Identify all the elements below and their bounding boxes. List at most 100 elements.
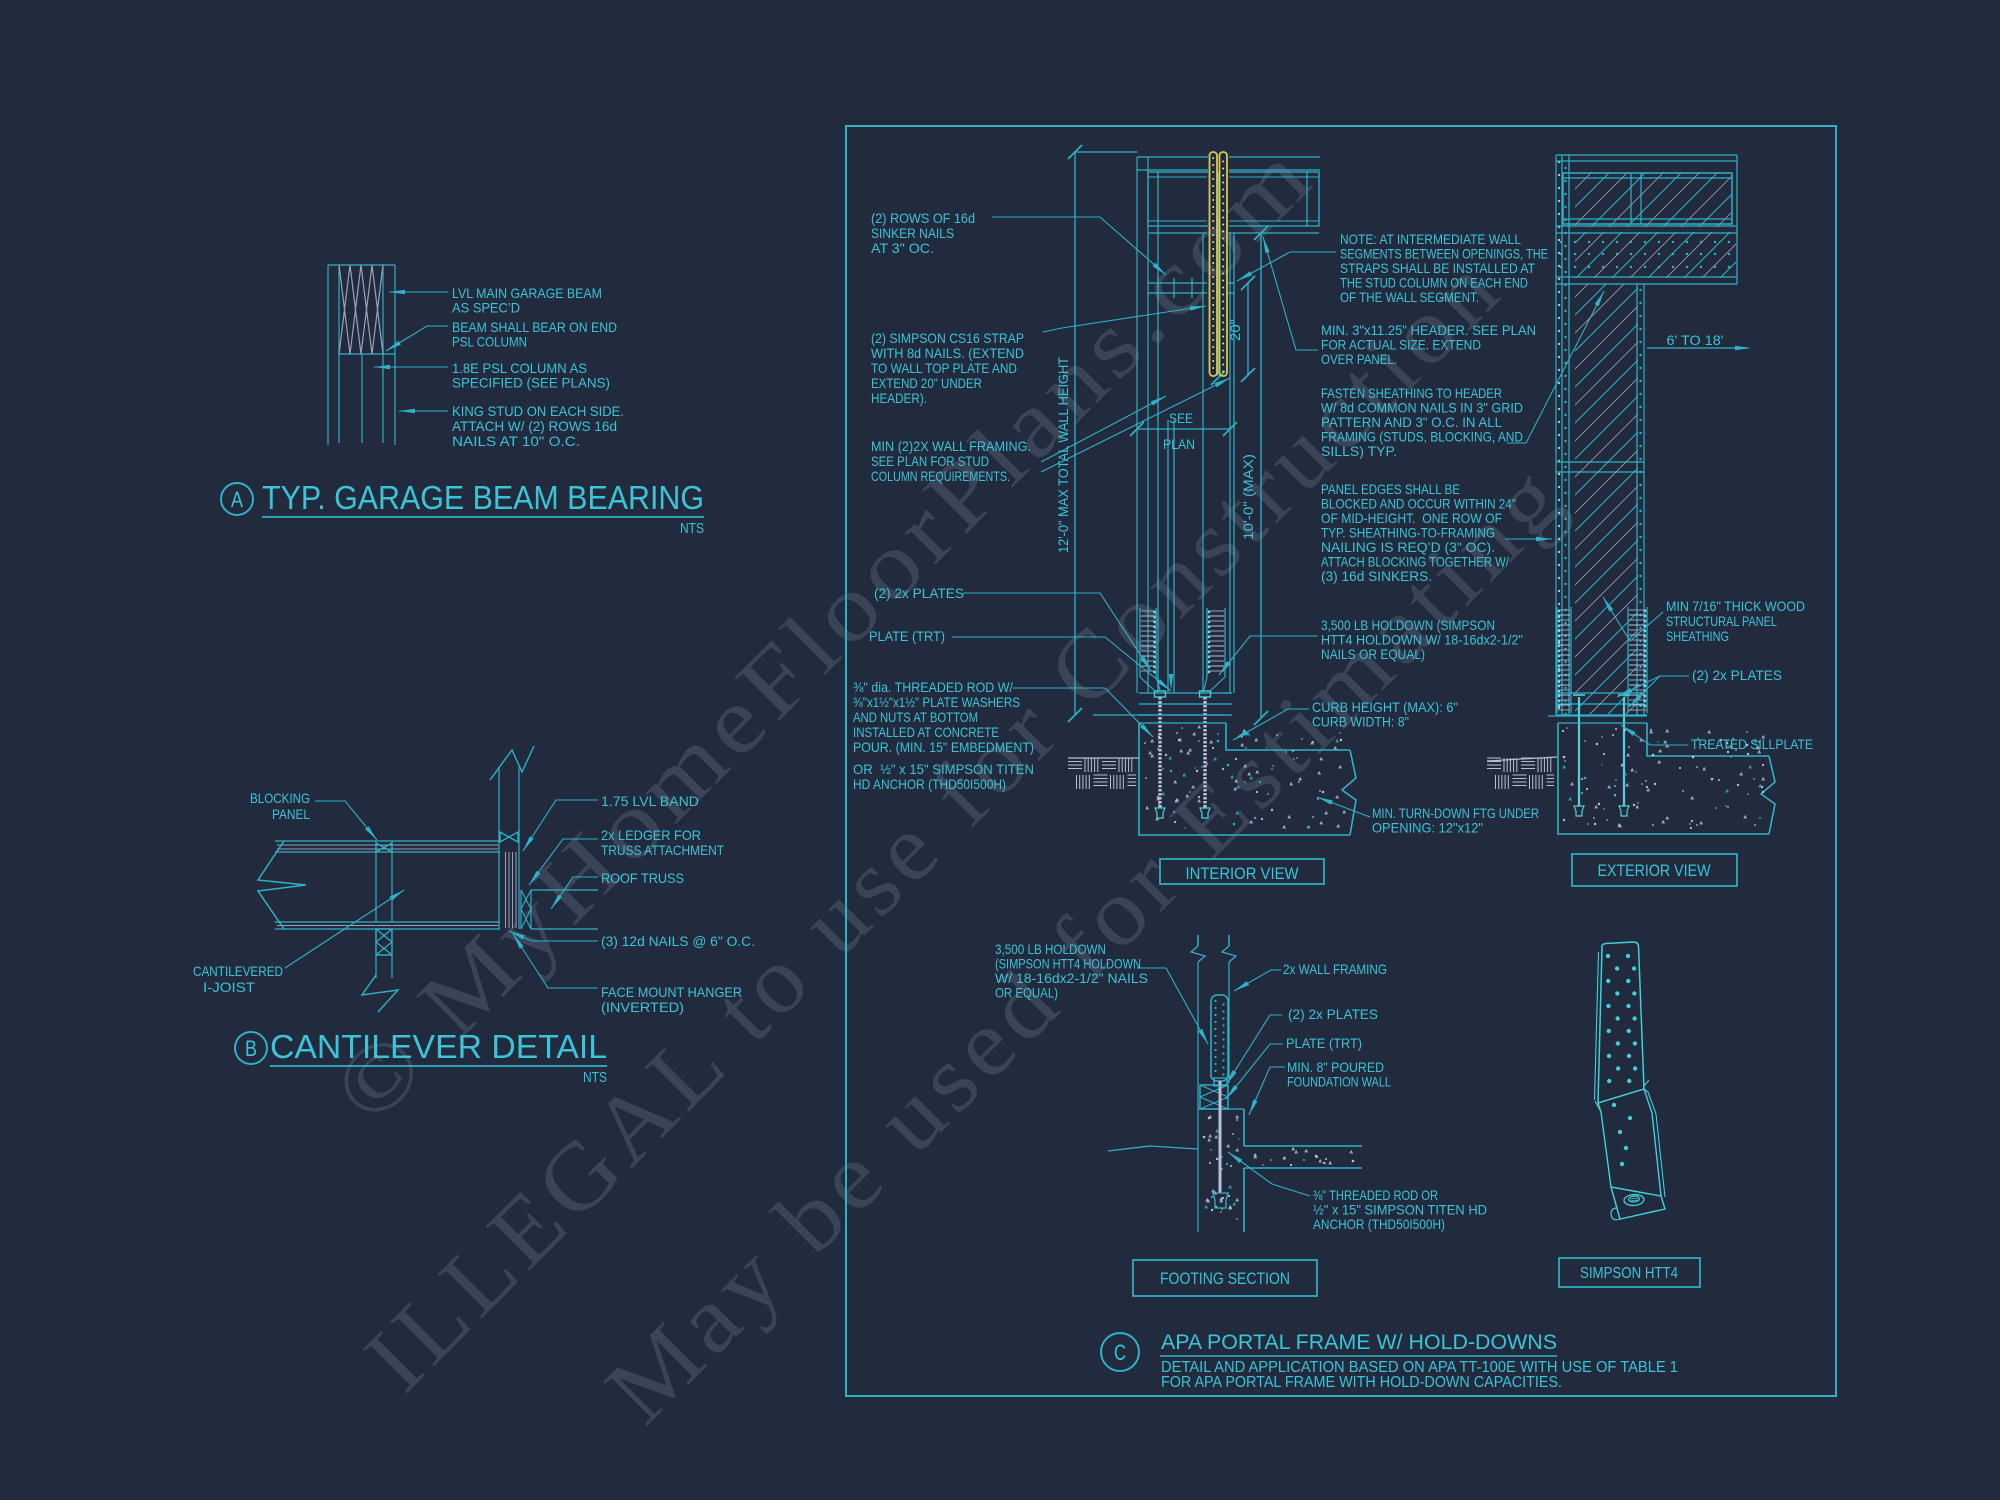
svg-text:INTERIOR VIEW: INTERIOR VIEW xyxy=(1186,864,1299,883)
svg-text:STRAPS SHALL BE INSTALLED AT: STRAPS SHALL BE INSTALLED AT xyxy=(1340,260,1535,276)
svg-text:FACE MOUNT HANGER: FACE MOUNT HANGER xyxy=(601,984,742,1000)
svg-text:NTS: NTS xyxy=(680,520,704,537)
svg-text:ROOF TRUSS: ROOF TRUSS xyxy=(601,870,684,886)
svg-text:1.75 LVL BAND: 1.75 LVL BAND xyxy=(601,793,699,809)
svg-text:W/ 8d COMMON NAILS IN 3" GRID: W/ 8d COMMON NAILS IN 3" GRID xyxy=(1321,400,1523,416)
svg-text:2x LEDGER FOR: 2x LEDGER FOR xyxy=(601,827,701,843)
svg-text:PLATE (TRT): PLATE (TRT) xyxy=(869,628,945,644)
svg-text:OVER PANEL.: OVER PANEL. xyxy=(1321,351,1397,367)
svg-text:HTT4 HOLDOWN W/ 18-16dx2-1/2": HTT4 HOLDOWN W/ 18-16dx2-1/2" xyxy=(1321,632,1523,648)
svg-text:PANEL EDGES SHALL BE: PANEL EDGES SHALL BE xyxy=(1321,481,1460,497)
svg-text:AT 3" OC.: AT 3" OC. xyxy=(871,240,934,256)
svg-text:KING STUD ON EACH SIDE.: KING STUD ON EACH SIDE. xyxy=(452,403,624,419)
svg-text:CURB HEIGHT (MAX): 6": CURB HEIGHT (MAX): 6" xyxy=(1312,699,1458,715)
svg-text:WITH 8d NAILS. (EXTEND: WITH 8d NAILS. (EXTEND xyxy=(871,345,1024,361)
svg-text:12'-0" MAX TOTAL WALL HEIGHT: 12'-0" MAX TOTAL WALL HEIGHT xyxy=(1055,357,1071,553)
svg-text:NOTE: AT INTERMEDIATE WALL: NOTE: AT INTERMEDIATE WALL xyxy=(1340,231,1521,247)
svg-text:ANCHOR (THD50I500H): ANCHOR (THD50I500H) xyxy=(1313,1216,1445,1232)
svg-text:OF THE WALL SEGMENT.: OF THE WALL SEGMENT. xyxy=(1340,289,1479,305)
svg-text:FOOTING SECTION: FOOTING SECTION xyxy=(1160,1269,1290,1288)
svg-text:NAILS AT 10" O.C.: NAILS AT 10" O.C. xyxy=(452,433,580,449)
svg-text:ATTACH BLOCKING TOGETHER W/: ATTACH BLOCKING TOGETHER W/ xyxy=(1321,554,1509,570)
svg-text:⅜" THREADED ROD OR: ⅜" THREADED ROD OR xyxy=(1313,1187,1438,1203)
svg-text:BLOCKING: BLOCKING xyxy=(250,790,310,806)
svg-text:EXTERIOR VIEW: EXTERIOR VIEW xyxy=(1598,861,1711,880)
svg-text:POUR. (MIN. 15" EMBEDMENT): POUR. (MIN. 15" EMBEDMENT) xyxy=(853,739,1034,755)
svg-text:BLOCKED AND OCCUR WITHIN 24": BLOCKED AND OCCUR WITHIN 24" xyxy=(1321,496,1516,512)
svg-text:SILLS) TYP.: SILLS) TYP. xyxy=(1321,443,1397,459)
svg-text:NAILING IS REQ’D (3" OC).: NAILING IS REQ’D (3" OC). xyxy=(1321,539,1495,555)
svg-text:1.8E PSL COLUMN AS: 1.8E PSL COLUMN AS xyxy=(452,360,587,376)
svg-text:TYP. SHEATHING-TO-FRAMING: TYP. SHEATHING-TO-FRAMING xyxy=(1321,525,1495,541)
svg-text:PLATE (TRT): PLATE (TRT) xyxy=(1286,1035,1362,1051)
svg-text:3,500 LB HOLDOWN: 3,500 LB HOLDOWN xyxy=(995,941,1106,957)
svg-text:TREATED SILLPLATE: TREATED SILLPLATE xyxy=(1691,736,1813,752)
svg-text:OR ½" x 15" SIMPSON TITEN: OR ½" x 15" SIMPSON TITEN xyxy=(853,761,1034,777)
svg-text:MIN (2)2X WALL FRAMING.: MIN (2)2X WALL FRAMING. xyxy=(871,438,1031,454)
svg-text:PANEL: PANEL xyxy=(272,806,310,822)
svg-text:A: A xyxy=(231,487,243,512)
svg-text:PSL COLUMN: PSL COLUMN xyxy=(452,334,527,350)
svg-text:PATTERN AND 3" O.C. IN ALL: PATTERN AND 3" O.C. IN ALL xyxy=(1321,414,1502,430)
svg-text:(2) 2x PLATES: (2) 2x PLATES xyxy=(1692,667,1782,683)
svg-text:OPENING: 12"x12": OPENING: 12"x12" xyxy=(1372,820,1483,836)
svg-text:2x WALL FRAMING: 2x WALL FRAMING xyxy=(1283,961,1387,977)
svg-text:I-JOIST: I-JOIST xyxy=(203,979,255,995)
svg-text:SEE PLAN FOR STUD: SEE PLAN FOR STUD xyxy=(871,453,989,469)
svg-text:SHEATHING: SHEATHING xyxy=(1666,628,1729,644)
svg-text:(2) ROWS OF 16d: (2) ROWS OF 16d xyxy=(871,210,975,226)
svg-text:MIN 7/16" THICK WOOD: MIN 7/16" THICK WOOD xyxy=(1666,598,1805,614)
svg-text:MIN. 3"x11.25" HEADER. SEE PLA: MIN. 3"x11.25" HEADER. SEE PLAN xyxy=(1321,322,1536,338)
svg-text:(3) 16d SINKERS.: (3) 16d SINKERS. xyxy=(1321,568,1432,584)
svg-text:CURB WIDTH: 8": CURB WIDTH: 8" xyxy=(1312,714,1409,730)
svg-text:(2) SIMPSON CS16 STRAP: (2) SIMPSON CS16 STRAP xyxy=(871,330,1024,346)
svg-text:SINKER NAILS: SINKER NAILS xyxy=(871,225,954,241)
svg-text:BEAM SHALL BEAR ON END: BEAM SHALL BEAR ON END xyxy=(452,319,617,335)
svg-text:(3) 12d NAILS @ 6" O.C.: (3) 12d NAILS @ 6" O.C. xyxy=(601,933,755,949)
svg-text:TO WALL TOP PLATE AND: TO WALL TOP PLATE AND xyxy=(871,360,1017,376)
svg-text:PLAN: PLAN xyxy=(1163,436,1195,452)
svg-text:(2) 2x PLATES: (2) 2x PLATES xyxy=(874,585,964,601)
svg-text:LVL MAIN GARAGE BEAM: LVL MAIN GARAGE BEAM xyxy=(452,285,602,301)
svg-text:FOR ACTUAL SIZE. EXTEND: FOR ACTUAL SIZE. EXTEND xyxy=(1321,337,1481,353)
svg-text:½" x 15" SIMPSON TITEN HD: ½" x 15" SIMPSON TITEN HD xyxy=(1313,1202,1487,1218)
svg-text:THE STUD COLUMN ON EACH END: THE STUD COLUMN ON EACH END xyxy=(1340,275,1528,291)
svg-text:10'-0" (MAX): 10'-0" (MAX) xyxy=(1240,454,1256,540)
svg-text:CANTILEVER DETAIL: CANTILEVER DETAIL xyxy=(270,1028,607,1065)
svg-text:3,500 LB HOLDOWN (SIMPSON: 3,500 LB HOLDOWN (SIMPSON xyxy=(1321,617,1495,633)
svg-text:B: B xyxy=(245,1036,257,1061)
svg-text:(SIMPSON HTT4 HOLDOWN: (SIMPSON HTT4 HOLDOWN xyxy=(995,956,1141,972)
svg-text:TYP. GARAGE BEAM BEARING: TYP. GARAGE BEAM BEARING xyxy=(262,479,704,516)
svg-text:MIN. TURN-DOWN FTG UNDER: MIN. TURN-DOWN FTG UNDER xyxy=(1372,805,1539,821)
svg-text:EXTEND 20" UNDER: EXTEND 20" UNDER xyxy=(871,375,982,391)
svg-text:FOR APA PORTAL FRAME WITH HOLD: FOR APA PORTAL FRAME WITH HOLD-DOWN CAPA… xyxy=(1161,1374,1562,1391)
svg-text:CANTILEVERED: CANTILEVERED xyxy=(193,963,283,979)
svg-text:(2) 2x PLATES: (2) 2x PLATES xyxy=(1288,1006,1378,1022)
svg-text:⅜" dia. THREADED ROD W/: ⅜" dia. THREADED ROD W/ xyxy=(853,679,1013,695)
svg-text:6' TO 18': 6' TO 18' xyxy=(1667,332,1724,348)
svg-text:⅜"x1½"x1½" PLATE WASHERS: ⅜"x1½"x1½" PLATE WASHERS xyxy=(853,694,1020,710)
svg-text:SEGMENTS BETWEEN OPENINGS, THE: SEGMENTS BETWEEN OPENINGS, THE xyxy=(1340,246,1548,262)
svg-text:HD ANCHOR (THD50I500H): HD ANCHOR (THD50I500H) xyxy=(853,776,1006,792)
svg-text:ATTACH W/ (2) ROWS 16d: ATTACH W/ (2) ROWS 16d xyxy=(452,418,617,434)
svg-text:FOUNDATION WALL: FOUNDATION WALL xyxy=(1287,1074,1391,1090)
svg-text:AS SPEC’D: AS SPEC’D xyxy=(452,300,520,316)
svg-text:(INVERTED): (INVERTED) xyxy=(601,999,684,1015)
svg-text:APA PORTAL FRAME W/ HOLD-DOWNS: APA PORTAL FRAME W/ HOLD-DOWNS xyxy=(1161,1331,1557,1354)
svg-text:C: C xyxy=(1114,1340,1126,1365)
svg-text:INSTALLED AT CONCRETE: INSTALLED AT CONCRETE xyxy=(853,724,999,740)
svg-text:SPECIFIED (SEE PLANS): SPECIFIED (SEE PLANS) xyxy=(452,375,610,391)
svg-text:DETAIL AND APPLICATION BASED O: DETAIL AND APPLICATION BASED ON APA TT-1… xyxy=(1161,1359,1678,1376)
svg-text:FRAMING (STUDS, BLOCKING, AND: FRAMING (STUDS, BLOCKING, AND xyxy=(1321,429,1523,445)
svg-text:SIMPSON HTT4: SIMPSON HTT4 xyxy=(1580,1265,1678,1282)
svg-text:OR EQUAL): OR EQUAL) xyxy=(995,985,1058,1001)
svg-text:MIN. 8" POURED: MIN. 8" POURED xyxy=(1287,1059,1384,1075)
svg-text:FASTEN SHEATHING TO HEADER: FASTEN SHEATHING TO HEADER xyxy=(1321,385,1502,401)
svg-text:NTS: NTS xyxy=(583,1069,607,1086)
svg-text:20": 20" xyxy=(1227,319,1243,341)
svg-text:AND NUTS AT BOTTOM: AND NUTS AT BOTTOM xyxy=(853,709,978,725)
svg-text:SEE: SEE xyxy=(1169,410,1193,426)
svg-text:NAILS OR EQUAL): NAILS OR EQUAL) xyxy=(1321,646,1425,662)
svg-text:TRUSS ATTACHMENT: TRUSS ATTACHMENT xyxy=(601,842,724,858)
svg-text:HEADER).: HEADER). xyxy=(871,390,927,406)
